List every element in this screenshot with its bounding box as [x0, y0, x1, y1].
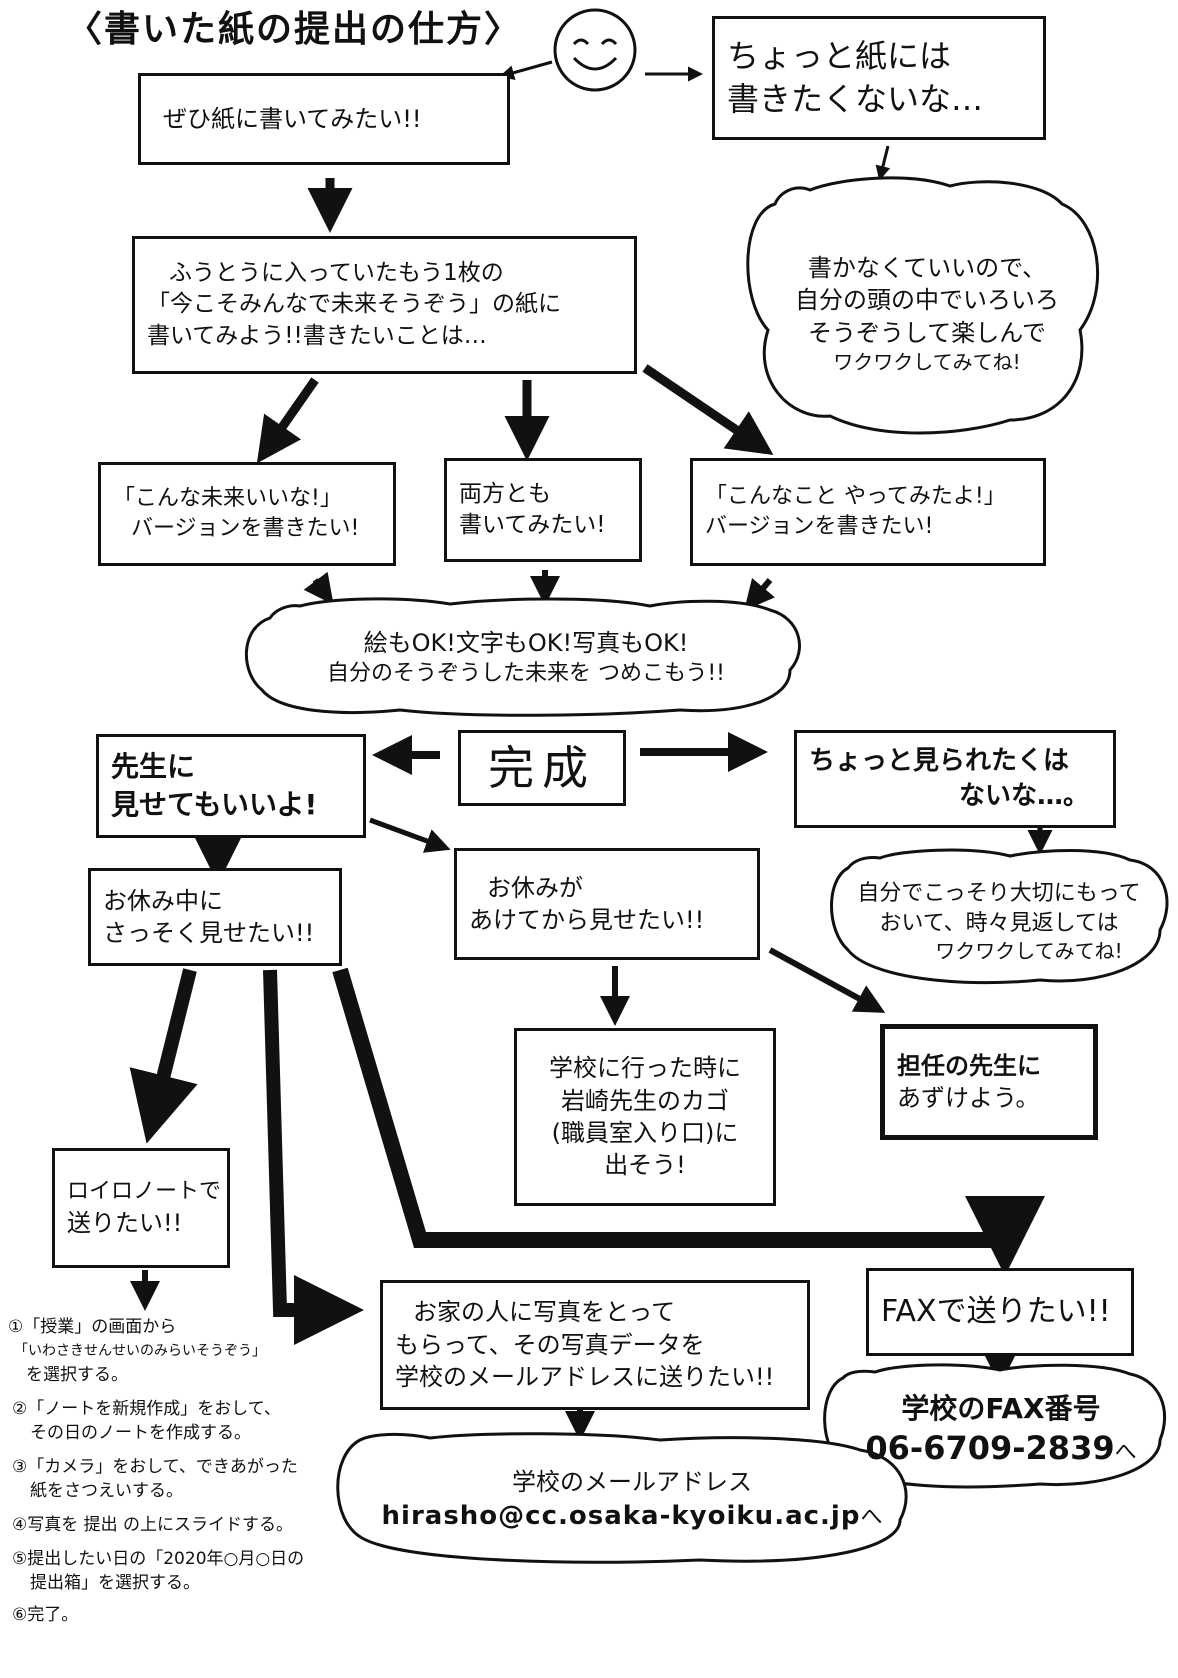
loilo-line-2: 送りたい!! — [67, 1208, 183, 1237]
show-now-line-2: さっそく見せたい!! — [103, 919, 315, 947]
homeroom-box: 担任の先生に あずけよう。 — [880, 1024, 1098, 1140]
instruction-line-2: 「今こそみんなで未来そうぞう」の紙に — [147, 291, 561, 318]
did-version-line-2: バージョンを書きたい! — [705, 514, 934, 539]
hide-cloud-line-2: おいて、時々見返しては — [879, 910, 1119, 936]
loilo-step-1b: 「いわさきせんせいのみらいそうぞう」 — [14, 1343, 266, 1359]
hide-line-1: ちょっと見られたくは — [809, 745, 1070, 776]
loilo-step-5b: 提出箱」を選択する。 — [30, 1573, 200, 1593]
content-ok-cloud: 絵もOK!文字もOK!写真もOK! 自分のそうぞうした未来を つめこもう!! — [258, 606, 794, 710]
content-ok-line-2: 自分のそうぞうした未来を つめこもう!! — [327, 661, 725, 687]
homeroom-line-1: 担任の先生に — [897, 1051, 1041, 1080]
photo-email-line-2: もらって、その写真データを — [395, 1330, 705, 1359]
no-write-line-4: ワクワクしてみてね! — [833, 350, 1021, 375]
loilo-step-3b: 紙をさつえいする。 — [30, 1481, 183, 1501]
fax-number-suffix: へ — [1114, 1440, 1137, 1466]
school-basket-line-4: 出そう! — [604, 1151, 686, 1180]
page-title: 〈書いた紙の提出の仕方〉 — [66, 9, 523, 50]
not-write-box: ちょっと紙には 書きたくないな… — [712, 16, 1046, 140]
loilo-step-5: ⑤提出したい日の「2020年○月○日の — [12, 1549, 305, 1569]
smiley-face-icon — [553, 8, 637, 92]
did-version-box: 「こんなこと やってみたよ!」 バージョンを書きたい! — [690, 458, 1046, 566]
fax-number-cloud: 学校のFAX番号 06-6709-2839へ — [838, 1376, 1164, 1484]
no-write-line-3: そうぞうして楽しんで — [807, 318, 1047, 347]
completion-text: 完成 — [488, 740, 596, 795]
school-email-cloud: 学校のメールアドレス hirasho@cc.osaka-kyoiku.ac.jp… — [356, 1438, 908, 1562]
show-later-box: お休みが あけてから見せたい!! — [454, 848, 760, 960]
loilo-box: ロイロノートで 送りたい!! — [52, 1148, 230, 1268]
show-now-line-1: お休み中に — [103, 886, 223, 915]
school-basket-line-2: 岩崎先生のカゴ — [561, 1086, 729, 1115]
show-ok-line-2: 見せてもいいよ! — [111, 788, 318, 821]
school-basket-line-1: 学校に行った時に — [549, 1054, 741, 1083]
school-email-row: hirasho@cc.osaka-kyoiku.ac.jpへ — [382, 1499, 883, 1534]
want-to-write-text: ぜひ紙に書いてみたい!! — [163, 104, 422, 133]
content-ok-line-1: 絵もOK!文字もOK!写真もOK! — [363, 628, 689, 657]
show-ok-line-1: 先生に — [111, 750, 196, 784]
fax-box: FAXで送りたい!! — [866, 1268, 1134, 1356]
photo-email-line-3: 学校のメールアドレスに送りたい!! — [395, 1363, 775, 1392]
hide-cloud: 自分でこっそり大切にもって おいて、時々見返しては ワクワクしてみてね! — [840, 862, 1158, 982]
photo-email-line-1: お家の人に写真をとって — [413, 1298, 676, 1327]
loilo-step-1: ①「授業」の画面から — [8, 1317, 177, 1337]
instruction-box: ふうとうに入っていたもう1枚の 「今こそみんなで未来そうぞう」の紙に 書いてみよ… — [132, 236, 637, 374]
both-version-line-1: 両方とも — [459, 480, 551, 507]
completion-box: 完成 — [458, 730, 626, 806]
show-ok-box: 先生に 見せてもいいよ! — [96, 734, 366, 838]
loilo-step-2b: その日のノートを作成する。 — [30, 1423, 251, 1443]
both-version-line-2: 書いてみたい! — [459, 512, 606, 538]
instruction-line-1: ふうとうに入っていたもう1枚の — [169, 260, 504, 287]
fax-number-value: 06-6709-2839 — [865, 1429, 1115, 1468]
hide-line-2: ないな…。 — [959, 781, 1090, 811]
school-email-suffix: へ — [860, 1504, 883, 1530]
no-write-line-2: 自分の頭の中でいろいろ — [795, 286, 1059, 315]
want-to-write-box: ぜひ紙に書いてみたい!! — [138, 73, 510, 165]
show-later-line-2: あけてから見せたい!! — [469, 906, 705, 934]
school-basket-box: 学校に行った時に 岩崎先生のカゴ (職員室入り口)に 出そう! — [514, 1028, 776, 1206]
future-version-line-2: バージョンを書きたい! — [131, 516, 360, 541]
show-later-line-1: お休みが — [487, 873, 583, 902]
fax-number-row: 06-6709-2839へ — [865, 1427, 1136, 1470]
loilo-step-1c: を選択する。 — [26, 1365, 128, 1385]
instruction-line-3: 書いてみよう!!書きたいことは… — [147, 322, 487, 349]
school-email-address: hirasho@cc.osaka-kyoiku.ac.jp — [381, 1500, 861, 1531]
no-write-line-1: 書かなくていいので、 — [807, 253, 1047, 282]
both-version-box: 両方とも 書いてみたい! — [444, 458, 642, 562]
not-write-line-2: 書きたくないな… — [727, 80, 984, 118]
school-email-label: 学校のメールアドレス — [512, 1468, 752, 1497]
fax-text: FAXで送りたい!! — [881, 1293, 1111, 1329]
loilo-step-3: ③「カメラ」をおして、できあがった — [12, 1457, 298, 1477]
future-version-line-1: 「こんな未来いいな!」 — [113, 486, 342, 512]
hide-box: ちょっと見られたくは ないな…。 — [794, 730, 1116, 828]
no-write-cloud: 書かなくていいので、 自分の頭の中でいろいろ そうぞうして楽しんで ワクワクして… — [772, 206, 1082, 422]
loilo-step-6: ⑥完了。 — [12, 1605, 79, 1625]
school-basket-line-3: (職員室入り口)に — [551, 1119, 739, 1147]
photo-email-box: お家の人に写真をとって もらって、その写真データを 学校のメールアドレスに送りた… — [380, 1280, 810, 1410]
loilo-line-1: ロイロノートで — [67, 1178, 222, 1204]
loilo-step-4: ④写真を 提出 の上にスライドする。 — [12, 1515, 294, 1535]
future-version-box: 「こんな未来いいな!」 バージョンを書きたい! — [98, 462, 396, 566]
not-write-line-1: ちょっと紙には — [727, 36, 952, 75]
did-version-line-1: 「こんなこと やってみたよ!」 — [705, 484, 1006, 510]
hide-cloud-line-3: ワクワクしてみてね! — [935, 939, 1123, 964]
fax-number-label: 学校のFAX番号 — [901, 1391, 1101, 1425]
hide-cloud-line-1: 自分でこっそり大切にもって — [857, 880, 1141, 906]
show-now-box: お休み中に さっそく見せたい!! — [88, 868, 342, 966]
homeroom-line-2: あずけよう。 — [897, 1084, 1040, 1112]
loilo-step-2: ②「ノートを新規作成」をおして、 — [12, 1399, 281, 1419]
